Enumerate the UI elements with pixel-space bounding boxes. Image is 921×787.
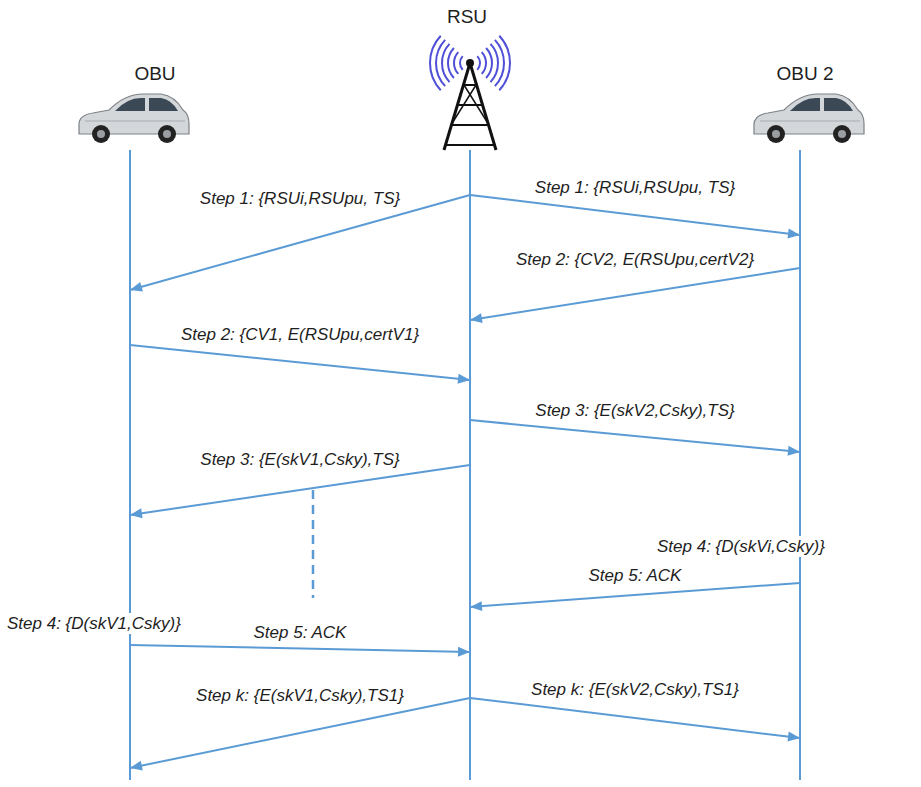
car-window [790,98,820,111]
car-hub [772,130,780,138]
arrow-head [470,601,482,611]
car-hub [838,130,846,138]
car-icon [754,94,864,143]
signal-wave [482,52,486,74]
arrow-head [787,732,800,742]
signal-wave [486,48,492,78]
message-label: Step k: {E(skV1,Csky),TS1} [194,685,406,706]
arrow-head [130,761,143,771]
arrow-line [470,195,800,235]
signal-wave [430,36,441,91]
tower-rung [464,84,476,86]
message-arrow [470,195,800,239]
step-note: Step 4: {D(skV1,Csky)} [5,613,183,634]
signal-wave [477,56,480,70]
signal-wave [454,52,458,74]
signal-wave [495,40,504,86]
tower-brace [451,85,476,125]
message-label: Step 5: ACK [252,622,349,643]
message-arrow [470,698,800,742]
car-wheel [833,125,851,143]
message-label: Step k: {E(skV2,Csky),TS1} [529,679,741,700]
arrow-line [470,420,800,452]
participant: OBU [70,58,200,783]
participant-name: RSU [447,5,487,28]
message-arrow [130,345,470,384]
message-label: Step 5: ACK [587,565,684,586]
arrow-line [470,698,800,738]
car-hub [97,130,105,138]
message-label: Step 2: {CV2, E(RSUpu,certV2} [514,249,756,270]
tower-leg [470,63,496,150]
message-arrow [130,465,470,518]
car-trim [85,121,185,122]
car-window [824,98,853,111]
tower-rung [445,144,495,146]
message-arrow [130,698,470,770]
arrow-head [130,282,143,292]
car-wheel [92,125,110,143]
arrow-head [787,229,800,239]
arrow-line [130,698,470,768]
participant: OBU 2 [740,58,870,783]
signal-wave [448,48,454,78]
arrow-line [130,465,470,515]
lifeline [799,150,801,780]
message-label: Step 2: {CV1, E(RSUpu,certV1} [179,324,421,345]
message-label: Step 3: {E(skV1,Csky),TS} [198,449,401,470]
participant-name: OBU [134,62,175,85]
participant-name: OBU 2 [776,62,833,85]
signal-wave [499,36,510,91]
lifeline [469,150,471,780]
signal-wave [442,44,450,82]
message-label: Step 1: {RSUi,RSUpu, TS} [198,188,402,209]
arrow-head [470,313,483,323]
signal-wave [460,56,463,70]
car-trim [760,121,860,122]
step-note: Step 4: {D(skVi,Csky)} [655,536,827,557]
arrow-head [788,446,800,456]
arrow-line [130,345,470,380]
message-arrow [130,645,470,657]
participant-art [70,58,200,783]
arrow-head [458,647,470,657]
car-window [115,98,145,111]
lifeline [129,150,131,780]
signal-wave [490,44,498,82]
tower-leg [444,63,470,150]
arrow-line [470,268,800,320]
tower-brace [464,85,489,125]
arrow-line [130,645,470,652]
arrow-head [130,508,143,518]
tower-rung [458,104,482,106]
participant-art [405,5,535,783]
participant: RSU [405,5,535,783]
message-label: Step 3: {E(skV2,Csky),TS} [533,400,736,421]
tower-rung [451,124,489,126]
car-icon [79,94,189,143]
message-label: Step 1: {RSUi,RSUpu, TS} [533,177,737,198]
arrow-line [470,583,800,607]
message-arrow [470,268,800,323]
message-arrow [470,420,800,456]
arrow-line [130,195,470,290]
arrow-head [458,374,470,384]
car-hub [163,130,171,138]
car-window [149,98,178,111]
message-arrow [470,583,800,611]
message-arrow [130,195,470,292]
signal-wave [436,40,445,86]
participant-art [740,58,870,783]
antenna-tower [430,36,510,150]
dashed-line [312,490,315,598]
car-wheel [767,125,785,143]
car-wheel [158,125,176,143]
